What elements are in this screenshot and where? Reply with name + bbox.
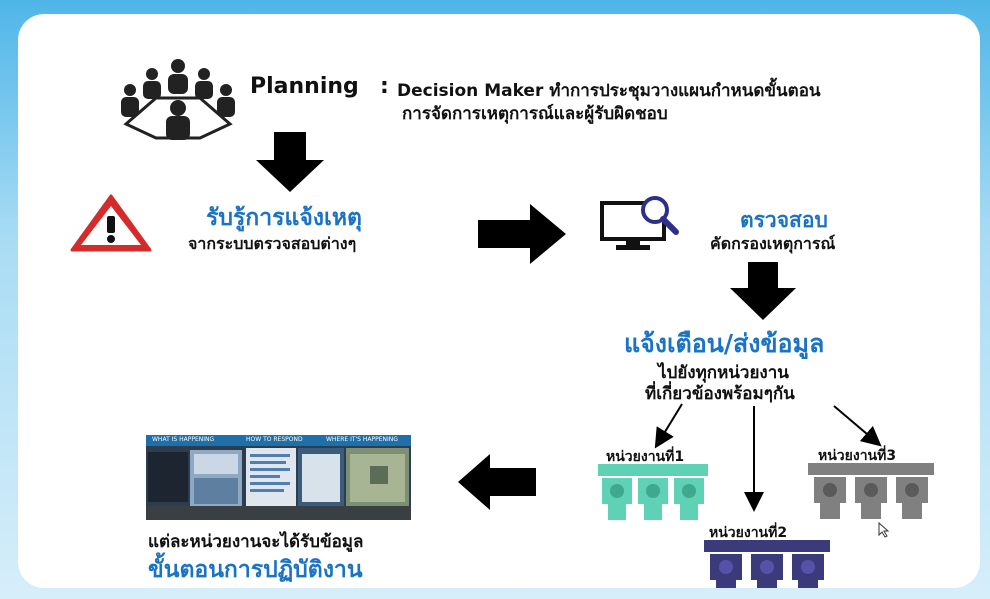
unit-1-people-icon bbox=[598, 464, 708, 520]
planning-description-line2: การจัดการเหตุการณ์และผู้รับผิดชอบ bbox=[402, 104, 668, 124]
monitor-search-icon bbox=[600, 196, 679, 250]
planning-description-line1: Decision Maker ทำการประชุมวางแผนกำหนดขั้… bbox=[397, 81, 821, 101]
down-arrow-icon bbox=[730, 262, 796, 320]
check-title: ตรวจสอบ bbox=[740, 208, 828, 232]
arrow-to-unit3 bbox=[833, 405, 882, 447]
check-subtitle: คัดกรองเหตุการณ์ bbox=[710, 234, 836, 253]
down-arrow-icon bbox=[256, 132, 324, 192]
dashboard-header-bar: WHAT IS HAPPENING HOW TO RESPOND WHERE I… bbox=[146, 435, 411, 446]
unit-2-people-icon bbox=[704, 540, 830, 588]
distribution-arrows bbox=[654, 403, 882, 512]
receive-notification-title: รับรู้การแจ้งเหตุ bbox=[206, 205, 362, 231]
planning-colon: : bbox=[380, 74, 389, 99]
final-subtitle: แต่ละหน่วยงานจะได้รับข้อมูล bbox=[148, 532, 364, 552]
dashboard-header-3: WHERE IT'S HAPPENING bbox=[326, 436, 398, 443]
final-title: ขั้นตอนการปฏิบัติงาน bbox=[148, 557, 363, 583]
meeting-icon bbox=[121, 59, 235, 140]
left-arrow-icon bbox=[458, 454, 536, 510]
unit-1-label: หน่วยงานที่1 bbox=[606, 449, 685, 465]
dashboard-image: WHAT IS HAPPENING HOW TO RESPOND WHERE I… bbox=[146, 435, 411, 520]
right-arrow-icon bbox=[478, 204, 566, 264]
alert-subtitle-line2: ที่เกี่ยวข้องพร้อมๆกัน bbox=[645, 384, 795, 404]
alert-subtitle-line1: ไปยังทุกหน่วยงาน bbox=[658, 363, 789, 383]
planning-label: Planning bbox=[250, 74, 359, 99]
unit-3-people-icon bbox=[808, 463, 934, 519]
unit-2-label: หน่วยงานที่2 bbox=[709, 525, 788, 541]
dashboard-header-2: HOW TO RESPOND bbox=[246, 436, 303, 443]
diagram-card: Planning : Decision Maker ทำการประชุมวาง… bbox=[18, 14, 980, 588]
dashboard-header-1: WHAT IS HAPPENING bbox=[152, 436, 215, 443]
mouse-cursor-icon bbox=[878, 522, 890, 538]
warning-icon bbox=[70, 194, 152, 252]
arrow-to-unit1 bbox=[654, 403, 683, 449]
receive-notification-subtitle: จากระบบตรวจสอบต่างๆ bbox=[188, 234, 357, 253]
alert-title: แจ้งเตือน/ส่งข้อมูล bbox=[624, 329, 825, 358]
unit-3-label: หน่วยงานที่3 bbox=[818, 448, 897, 464]
